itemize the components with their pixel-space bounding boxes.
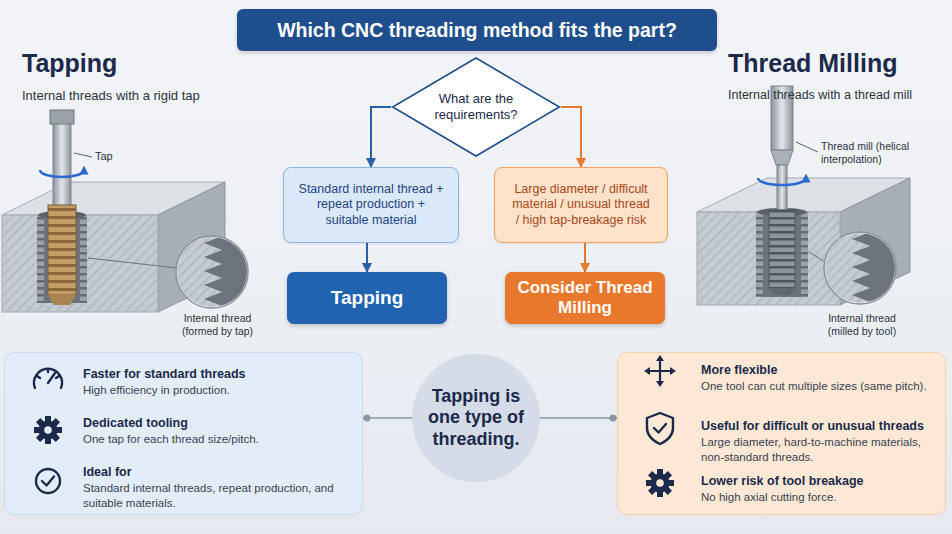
tap-shank [53, 122, 71, 207]
magnifier-callout [820, 228, 910, 313]
node-text: Tapping [331, 287, 403, 309]
rotation-arrow [40, 170, 84, 177]
section-subtitle: Internal threads with a rigid tap [22, 88, 200, 104]
hole-thread [756, 212, 763, 297]
connector-dot [364, 415, 371, 422]
material [170, 230, 260, 320]
node-text: Large diameter / difficult material / un… [509, 182, 653, 229]
node-text: Tapping is one type of threading. [421, 386, 531, 451]
part-label: Tap [95, 150, 113, 163]
flow-arrow [366, 243, 368, 272]
connector-dot [610, 415, 617, 422]
section-subtitle: Internal threads with a thread mill [728, 88, 912, 103]
info-panel: More flexibleOne tool can cut multiple s… [617, 352, 946, 515]
leader-line [809, 252, 825, 262]
condition-box: Standard internal thread + repeat produc… [283, 167, 459, 243]
item-heading: Ideal for [83, 465, 353, 481]
item-heading: Dedicated tooling [83, 416, 353, 432]
item-description: No high axial cutting force. [701, 490, 939, 505]
item-description: One tap for each thread size/pitch. [83, 432, 353, 447]
material [820, 228, 910, 313]
item-description: One tool can cut multiple sizes (same pi… [701, 379, 939, 394]
connector-line [540, 417, 617, 419]
section-heading: Thread Milling [728, 48, 897, 78]
hole-thread [801, 212, 808, 297]
mill-tip [769, 288, 795, 295]
diamond-shape [393, 58, 560, 156]
flow-arrow [584, 243, 586, 272]
section-heading: Tapping [22, 48, 117, 78]
flow-arrow [371, 107, 391, 167]
item-heading: Useful for difficult or unusual threads [701, 419, 939, 435]
result-box: Tapping [287, 272, 447, 324]
info-panel: Faster for standard threadsHigh efficien… [4, 352, 363, 515]
mill-cutter [769, 210, 795, 288]
flow-arrow [561, 107, 581, 167]
hole-thread [37, 215, 44, 303]
callout-label: Internal thread (milled by tool) [812, 312, 912, 337]
leader-line [74, 153, 92, 157]
item-heading: Faster for standard threads [83, 367, 353, 383]
item-description: Standard internal threads, repeat produc… [83, 481, 351, 511]
node-text: What are the requirements? [426, 91, 526, 124]
mill-neck [777, 165, 787, 210]
part-label: Thread mill (helical interpolation) [821, 140, 941, 165]
thread-mill-tool [769, 86, 795, 295]
note-circle: Tapping is one type of threading. [412, 354, 540, 482]
result-box: Consider Thread Milling [505, 272, 665, 324]
callout-label: Internal thread (formed by tap) [170, 312, 265, 337]
thread-detail [820, 228, 910, 313]
node-text: Consider Thread Milling [513, 278, 657, 317]
item-heading: Lower risk of tool breakage [701, 474, 939, 490]
thread-detail [170, 230, 260, 320]
leader-line [88, 258, 177, 268]
magnifier-ring [176, 236, 248, 308]
tap-tool [48, 110, 76, 305]
rotation-arrow [758, 178, 806, 185]
item-description: Large diameter, hard-to-machine material… [701, 435, 939, 465]
leader-line [796, 142, 818, 152]
item-description: High efficiency in production. [83, 383, 353, 398]
tap-threads [48, 205, 76, 295]
hole-thread [80, 215, 87, 303]
decision-diamond: What are the requirements? [391, 57, 561, 157]
node-text: Standard internal thread + repeat produc… [296, 182, 446, 229]
mill-taper [771, 150, 793, 165]
tap-tip [48, 295, 76, 305]
magnifier-ring [824, 232, 896, 304]
thread-profile [852, 228, 905, 310]
item-heading: More flexible [701, 363, 939, 379]
magnifier-callout [170, 230, 260, 320]
tap-square [50, 110, 74, 124]
condition-box: Large diameter / difficult material / un… [494, 167, 668, 243]
title-banner: Which CNC threading method fits the part… [237, 9, 717, 51]
